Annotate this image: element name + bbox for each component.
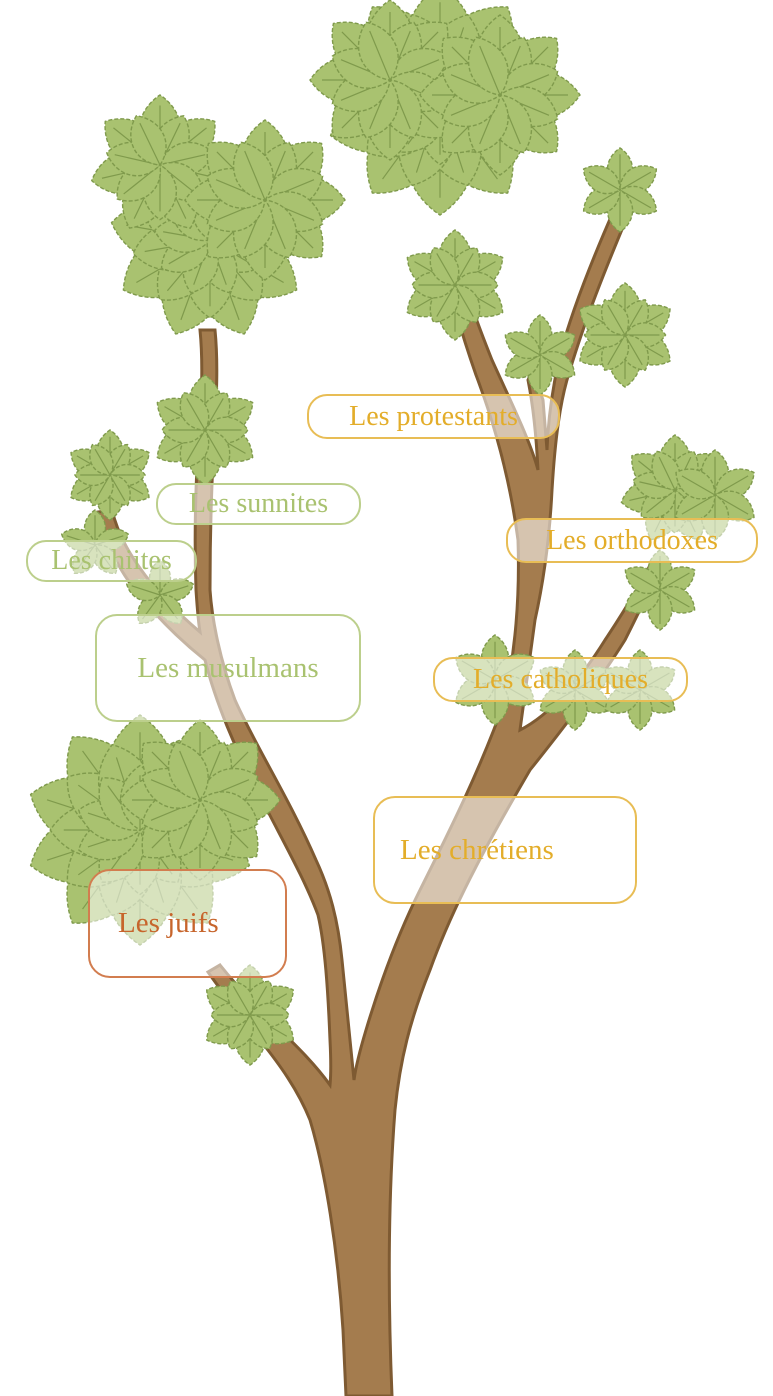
leaf-vein — [479, 45, 501, 96]
leaf-vein — [510, 337, 541, 356]
leaf-vein — [607, 304, 626, 336]
label-juifs[interactable]: Les juifs — [88, 869, 287, 978]
leaf-vein — [179, 750, 201, 801]
tree-leaves — [29, 0, 755, 1066]
label-catholiques[interactable]: Les catholiques — [433, 657, 688, 702]
leaf-vein — [588, 171, 621, 191]
leaf-vein — [94, 448, 111, 476]
leaf-vein — [232, 985, 251, 1016]
label-musulmans[interactable]: Les musulmans — [95, 614, 361, 722]
label-sunnites[interactable]: Les sunnites — [156, 483, 361, 525]
leaf-vein — [681, 475, 716, 496]
leaf-vein — [131, 585, 161, 596]
leaf-vein — [249, 985, 268, 1016]
leaf-vein — [369, 30, 391, 81]
label-chretiens[interactable]: Les chrétiens — [373, 796, 637, 904]
leaf-vein — [658, 456, 676, 491]
leaf-vein — [249, 1014, 268, 1045]
leaf-vein — [244, 150, 266, 201]
label-orthodoxes[interactable]: Les orthodoxes — [506, 518, 758, 563]
label-chiites[interactable]: Les chiites — [26, 540, 197, 582]
label-protestants[interactable]: Les protestants — [307, 394, 560, 439]
leaf-vein — [139, 122, 161, 166]
leaf-vein — [630, 572, 661, 591]
leaf-vein — [436, 253, 456, 286]
leaf-vein — [159, 585, 189, 596]
leaf-vein — [186, 398, 206, 431]
leaf-vein — [232, 1014, 251, 1045]
